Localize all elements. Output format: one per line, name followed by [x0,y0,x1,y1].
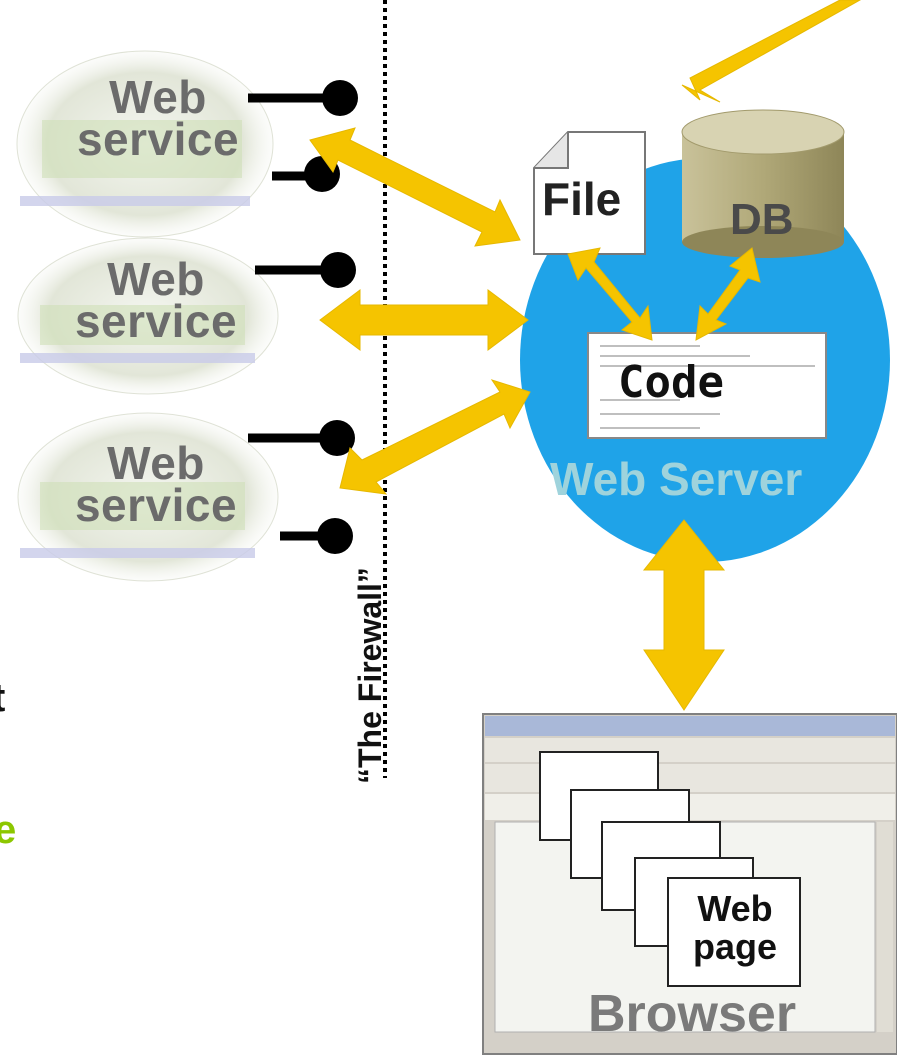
browser-label: Browser [588,985,797,1043]
web-service-3 [17,412,279,582]
web-service-1-label: Web service [60,71,256,166]
web-service-1-line2: service [76,113,240,166]
file-label: File [542,173,622,225]
code-label: Code [618,357,724,408]
web-service-2-label: Web service [56,253,256,348]
web-service-2-line1: Web [107,253,205,305]
web-page-label: Web page [672,890,798,966]
web-page-label-line2: page [692,925,778,967]
db-label: DB [730,195,794,244]
web-service-1 [16,50,274,238]
web-service-3-line2: service [74,479,238,532]
web-service-3-label: Web service [56,437,256,532]
data-flow-arrows [309,0,862,711]
web-service-1-line1: Web [109,71,207,123]
web-server-label: Web Server [550,453,803,505]
db-cylinder [681,109,845,258]
web-page-stack [539,751,801,987]
web-page-label-line1: Web [697,888,773,929]
left-text-fragment-bottom: e [0,808,17,852]
web-service-2-line2: service [74,295,238,348]
web-service-2 [17,237,279,395]
file-document [533,131,646,255]
web-service-3-line1: Web [107,437,205,489]
code-box [587,332,827,439]
firewall-label: “The Firewall” [352,567,388,784]
left-text-fragment-top: t [0,676,5,721]
